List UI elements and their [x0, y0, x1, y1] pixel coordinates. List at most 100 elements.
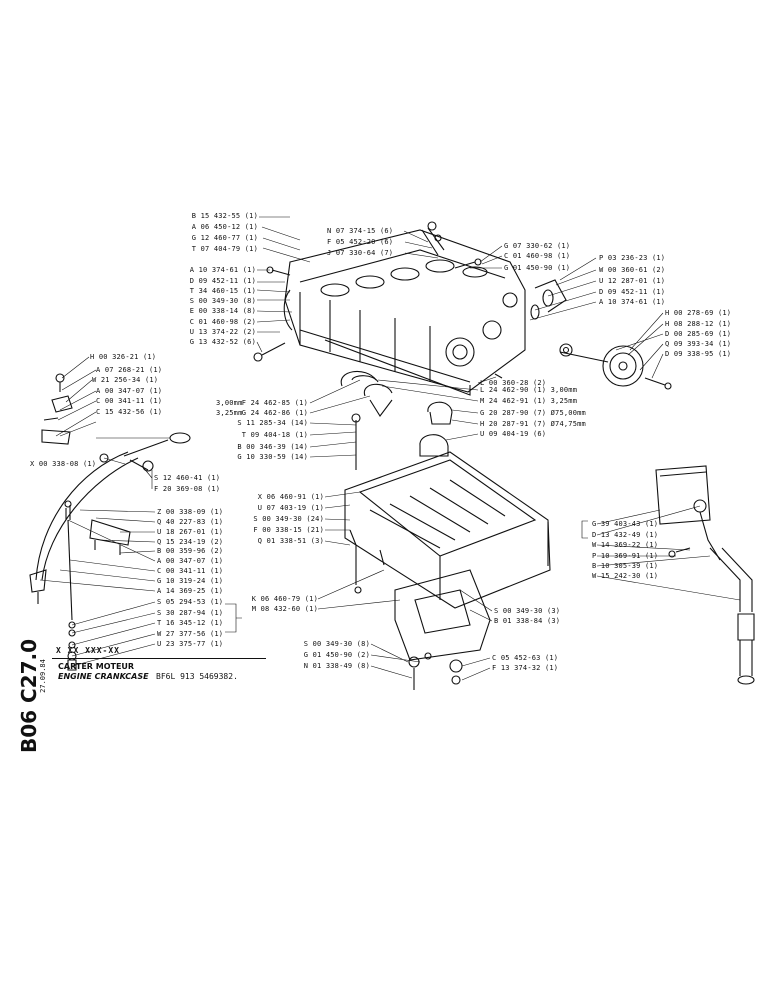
label-lower-left-1: Z 00 338-09 (1) — [157, 508, 224, 516]
label-dipstick-1: H 00 326-21 (1) — [90, 353, 157, 361]
title-block: X XX XXX-XX CARTER MOTEUR ENGINE CRANKCA… — [48, 646, 270, 698]
label-mid-left-3: T 34 460-15 (1) — [189, 287, 256, 295]
label-dipstick-6: C 15 432-56 (1) — [96, 408, 163, 416]
label-top-right-b-2: W 00 360-61 (2) — [599, 266, 666, 274]
label-top-center-2: F 05 452-20 (6) — [327, 238, 394, 246]
label-breather-3: W 14 369-22 (1) — [592, 541, 659, 549]
label-oil-pan-5: Q 01 338-51 (3) — [257, 537, 324, 545]
label-mid-left-5: E 00 338-14 (8) — [189, 307, 256, 315]
label-bearing-right-2: M 24 462-91 (1) 3,25mm — [480, 397, 578, 405]
label-drain-left-3: N 01 338-49 (8) — [303, 662, 370, 670]
label-bearing-right-3: G 20 287-90 (7) Ø75,00mm — [480, 409, 586, 417]
label-bearing-left-2: G 24 462-86 (1) — [241, 409, 308, 417]
label-top-right-b-1: P 03 236-23 (1) — [599, 254, 666, 262]
label-gear-4: Q 09 393-34 (1) — [665, 340, 732, 348]
label-lower-left-3: U 18 267-01 (1) — [157, 528, 224, 536]
label-pan-bottom-right-1: S 00 349-30 (3) — [494, 607, 561, 615]
label-dipstick-x: X 00 338-08 (1) — [30, 460, 97, 468]
label-dipstick-4: A 00 347-07 (1) — [96, 387, 163, 395]
sheet-code: B06 C27.0 — [17, 638, 41, 754]
label-mid-left-8: G 13 432-52 (6) — [189, 338, 256, 346]
label-breather-1: G 39 403-43 (1) — [592, 520, 659, 528]
label-pan-bottom-mid-1: K 06 460-79 (1) — [251, 595, 318, 603]
label-dipstick-3: W 21 256-34 (1) — [92, 376, 159, 384]
label-gear-1: H 00 278-69 (1) — [665, 309, 732, 317]
label-breather-2: D 13 432-49 (1) — [592, 531, 659, 539]
engine-model: BF6L 913 5469382. — [156, 672, 238, 681]
label-bearing-right-4: H 20 287-91 (7) Ø74,75mm — [480, 420, 586, 428]
label-gear-2: H 08 288-12 (1) — [665, 320, 732, 328]
label-top-center-1: N 07 374-15 (6) — [327, 227, 394, 235]
label-lower-left-4: Q 15 234-19 (2) — [157, 538, 224, 546]
label-bearing-left-4: T 09 404-18 (1) — [241, 431, 308, 439]
label-bearing-right-1: L 24 462-90 (1) 3,00mm — [480, 386, 578, 394]
timing-gear-drawing — [494, 279, 672, 390]
label-mid-left-4: S 00 349-30 (8) — [189, 297, 256, 305]
title-french: CARTER MOTEUR — [58, 662, 135, 671]
main-bearings-drawing — [340, 370, 453, 470]
label-top-left-1: B 15 432-55 (1) — [191, 212, 258, 220]
label-top-right-b-4: D 09 452-11 (1) — [599, 288, 666, 296]
label-breather-6: W 15 242-30 (1) — [592, 572, 659, 580]
label-breather-5: B 10 305-39 (1) — [592, 562, 659, 570]
label-oil-pan-4: F 00 338-15 (21) — [253, 526, 324, 534]
label-mid-left-2: D 09 452-11 (1) — [189, 277, 256, 285]
label-top-center-3: J 07 330-64 (7) — [327, 249, 394, 257]
label-top-right-b-5: A 10 374-61 (1) — [599, 298, 666, 306]
label-lower-left-7: C 00 341-11 (1) — [157, 567, 224, 575]
label-lower-left-10: S 05 294-53 (1) — [157, 598, 224, 606]
label-lower-left-8: G 10 319-24 (1) — [157, 577, 224, 585]
label-lower-left-14: U 23 375-77 (1) — [157, 640, 224, 648]
label-drain-left-2: G 01 450-90 (2) — [303, 651, 370, 659]
label-lower-left-6: A 00 347-07 (1) — [157, 557, 224, 565]
label-top-right-a-2: C 01 460-98 (1) — [504, 252, 571, 260]
label-top-left-3: G 12 460-77 (1) — [191, 234, 258, 242]
label-mid-left-1: A 10 374-61 (1) — [189, 266, 256, 274]
breather-drawing — [655, 465, 755, 685]
label-oil-pan-2: U 07 403-19 (1) — [257, 504, 324, 512]
label-mid-left-6: C 01 460-98 (2) — [189, 318, 256, 326]
label-lower-left-11: S 30 287-94 (1) — [157, 609, 224, 617]
label-oil-pan-1: X 06 460-91 (1) — [257, 493, 324, 501]
title-english: ENGINE CRANKCASE — [58, 672, 149, 681]
label-dipstick-5: C 00 341-11 (1) — [96, 397, 163, 405]
label-bearing-left-1: F 24 462-85 (1) — [241, 399, 308, 407]
label-bearing-size-2: 3,25mm — [216, 409, 243, 417]
label-drain-right-1: C 05 452-63 (1) — [492, 654, 559, 662]
label-top-left-2: A 06 450-12 (1) — [191, 223, 258, 231]
label-gear-5: D 09 338-95 (1) — [665, 350, 732, 358]
label-breather-4: P 10 369-91 (1) — [592, 552, 659, 560]
label-l-single: L 00 360-28 (2) — [480, 379, 547, 387]
oil-pan-drawing — [344, 451, 551, 661]
label-lower-left-2: Q 40 227-83 (1) — [157, 518, 224, 526]
label-bearing-left-5: B 00 346-39 (14) — [237, 443, 308, 451]
label-dipstick-b-2: F 20 369-08 (1) — [154, 485, 221, 493]
drain-plug-drawing — [408, 652, 463, 690]
label-pan-bottom-right-2: B 01 338-84 (3) — [494, 617, 561, 625]
label-dipstick-2: A 07 268-21 (1) — [96, 366, 163, 374]
label-bearing-right-5: U 09 404-19 (6) — [480, 430, 547, 438]
label-top-right-a-3: G 01 450-90 (1) — [504, 264, 571, 272]
label-bearing-left-6: G 10 330-59 (14) — [237, 453, 308, 461]
label-drain-right-2: F 13 374-32 (1) — [492, 664, 559, 672]
label-top-right-a-1: G 07 330-62 (1) — [504, 242, 571, 250]
label-lower-left-9: A 14 369-25 (1) — [157, 587, 224, 595]
label-bearing-size-1: 3,00mm — [216, 399, 243, 407]
label-oil-pan-3: S 00 349-30 (24) — [253, 515, 324, 523]
label-drain-left-1: S 00 349-30 (8) — [303, 640, 370, 648]
label-pan-bottom-mid-2: M 08 432-60 (1) — [251, 605, 318, 613]
label-top-left-4: T 07 404-79 (1) — [191, 245, 258, 253]
label-dipstick-b-1: S 12 460-41 (1) — [154, 474, 221, 482]
label-mid-left-7: U 13 374-22 (2) — [189, 328, 256, 336]
title-divider — [52, 658, 266, 659]
engine-block-drawing — [283, 229, 526, 396]
filter-head-drawing — [64, 500, 131, 671]
label-gear-3: D 00 285-69 (1) — [665, 330, 732, 338]
label-top-right-b-3: U 12 287-01 (1) — [599, 277, 666, 285]
top-bolts-drawing — [253, 221, 482, 362]
label-lower-left-5: B 00 359-96 (2) — [157, 547, 224, 555]
part-code: X XX XXX-XX — [56, 646, 120, 655]
label-bearing-left-3: S 11 285-34 (14) — [237, 419, 308, 427]
